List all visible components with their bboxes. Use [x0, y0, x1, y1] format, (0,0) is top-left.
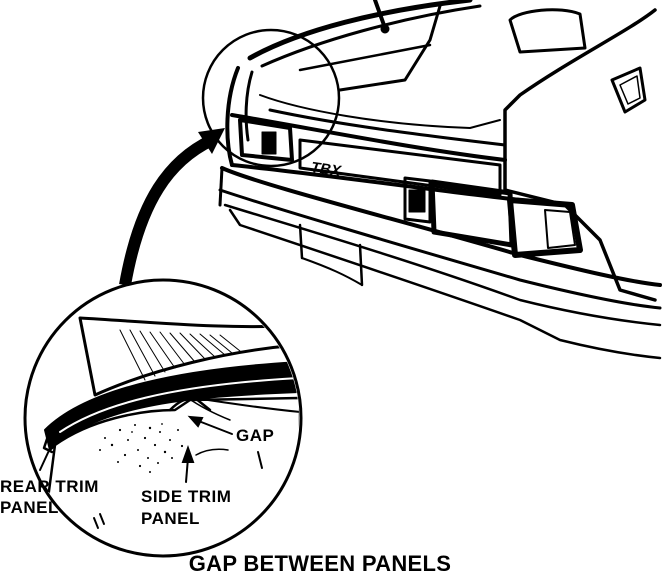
- gap-label: GAP: [236, 426, 275, 445]
- detail-reference-circle: [201, 28, 341, 168]
- callout-arrow: [119, 128, 225, 287]
- rear-trim-panel-label-line1: REAR TRIM: [0, 477, 99, 496]
- side-trim-panel-label-line1: SIDE TRIM: [141, 487, 232, 506]
- car-model-badge: TBX: [309, 159, 342, 181]
- figure-caption: GAP BETWEEN PANELS: [188, 551, 452, 576]
- side-trim-panel-label-line2: PANEL: [141, 509, 200, 528]
- car-rear-illustration: [218, 0, 662, 360]
- enlarged-detail-view: [23, 278, 303, 558]
- rear-trim-panel-label-line2: PANEL: [0, 498, 59, 517]
